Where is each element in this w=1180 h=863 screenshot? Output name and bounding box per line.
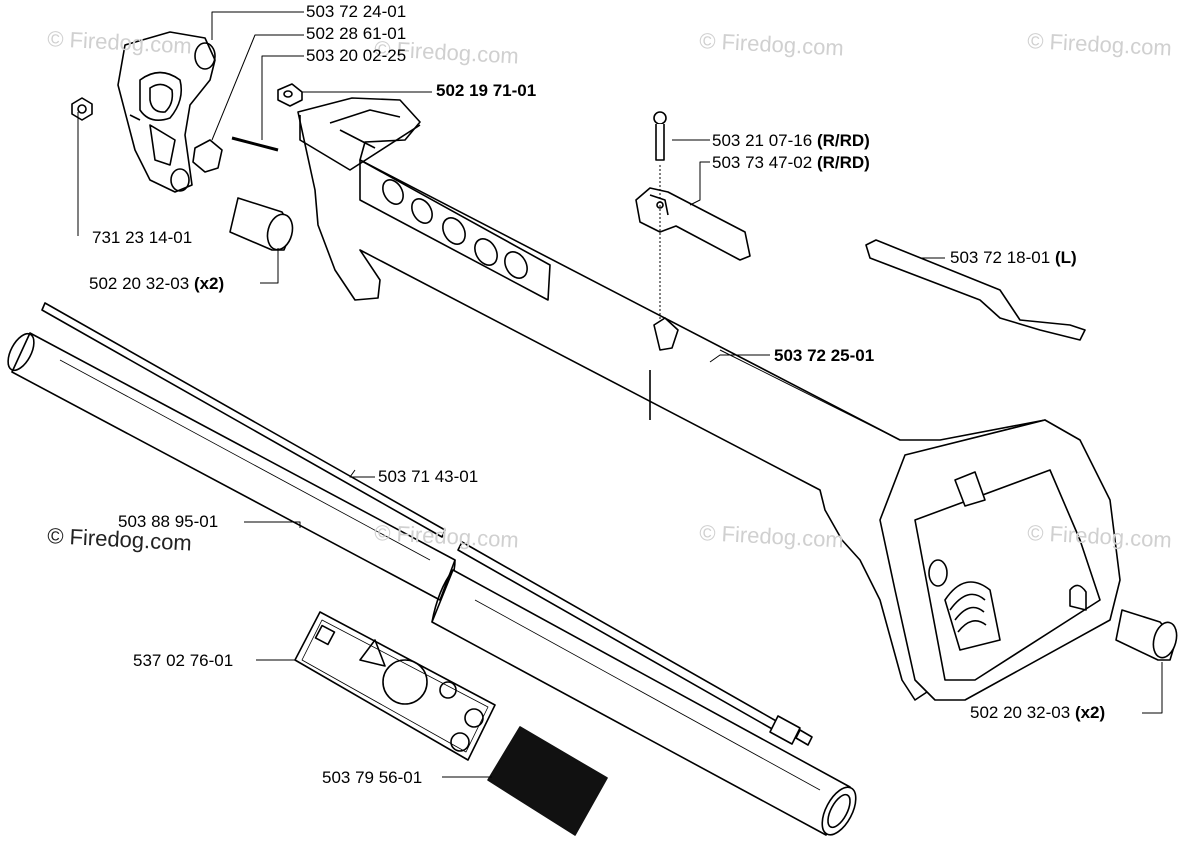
callout-nut-square: 502 19 71-01 <box>436 81 537 100</box>
nut-hex-drawing <box>71 97 93 121</box>
callout-nut-hex: 731 23 14-01 <box>92 228 193 247</box>
housing-drawing <box>297 97 1121 701</box>
callout-drive-shaft: 503 71 43-01 <box>378 467 479 486</box>
callout-throttle-lever: 503 72 18-01 (L) <box>950 248 1077 267</box>
callout-bracket: 503 72 24-01 <box>306 2 407 21</box>
decal-drawing <box>294 611 496 761</box>
nut-square-drawing <box>277 83 303 107</box>
shaft-tube-drawing <box>7 332 857 836</box>
callout-shaft-tube: 503 88 95-01 <box>118 512 219 531</box>
bumper-left-drawing <box>229 197 294 251</box>
throttle-lever-drawing <box>865 239 1086 341</box>
callout-decal: 537 02 76-01 <box>133 651 234 670</box>
screw-small-drawing <box>231 136 279 152</box>
callout-clamp: 502 28 61-01 <box>306 24 407 43</box>
label-black-drawing <box>487 726 608 836</box>
callout-label-black: 503 79 56-01 <box>322 768 423 787</box>
callout-screw-small: 503 20 02-25 <box>306 46 407 65</box>
callout-lever-rrd: 503 73 47-02 (R/RD) <box>712 153 870 172</box>
callout-bumper-left: 502 20 32-03 (x2) <box>89 274 225 293</box>
bracket-drawing <box>117 31 216 193</box>
drive-shaft-drawing <box>41 302 813 746</box>
screw-rrd-drawing <box>653 111 667 161</box>
callout-bumper-right: 502 20 32-03 (x2) <box>970 703 1106 722</box>
callout-screw-rrd: 503 21 07-16 (R/RD) <box>712 131 870 150</box>
bumper-right-drawing <box>1115 609 1178 661</box>
leader-lines <box>77 11 1163 778</box>
lever-rrd-drawing <box>635 187 751 261</box>
clamp-drawing <box>192 139 223 173</box>
callout-housing: 503 72 25-01 <box>774 346 875 365</box>
